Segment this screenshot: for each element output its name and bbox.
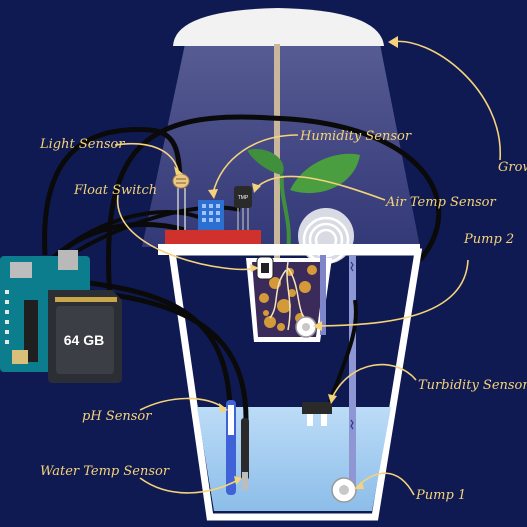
label-air-temp-sensor: Air Temp Sensor xyxy=(385,195,496,210)
arrowhead-turbidity xyxy=(328,394,337,404)
light-sensor xyxy=(172,173,190,189)
sd-contacts xyxy=(55,297,117,302)
sd-label-area xyxy=(56,306,114,374)
humidity-grid xyxy=(202,204,220,222)
plant-roots xyxy=(269,261,306,331)
tube-wave xyxy=(350,261,354,430)
lid-cover xyxy=(158,244,420,255)
arrowhead-ph xyxy=(219,403,228,413)
ldr-pattern xyxy=(176,178,186,184)
pump1-tube xyxy=(349,255,356,490)
float-switch-bob xyxy=(261,263,269,273)
cable-light xyxy=(42,127,183,256)
arrow-float-switch xyxy=(117,194,256,271)
turbidity-prong-1 xyxy=(307,414,313,426)
arrowhead-light xyxy=(174,166,183,175)
ph-probe-label xyxy=(228,405,234,435)
label-float-switch: Float Switch xyxy=(73,183,157,198)
pump2-tube xyxy=(320,255,326,335)
label-light-sensor: Light Sensor xyxy=(39,137,125,152)
arrow-light-sensor xyxy=(114,143,179,171)
label-pump-2: Pump 2 xyxy=(463,232,514,247)
arrow-turbidity-sensor xyxy=(331,363,417,399)
pump-1-hub xyxy=(339,485,349,495)
label-water-temp-sensor: Water Temp Sensor xyxy=(40,464,170,479)
arrowhead-float xyxy=(250,264,259,272)
label-humidity-sensor: Humidity Sensor xyxy=(299,129,412,144)
sd-card-capacity: 64 GB xyxy=(64,332,104,348)
arrowhead-grow xyxy=(388,36,398,48)
cable-turbidity xyxy=(328,299,358,403)
arrowhead-air xyxy=(252,183,261,193)
grow-light-lamp xyxy=(173,8,384,46)
lamp-pole xyxy=(274,44,280,264)
arrowhead-pump2 xyxy=(313,321,322,331)
arrowhead-humidity xyxy=(208,189,218,199)
arrow-pump-2 xyxy=(317,259,469,327)
air-temp-sensor xyxy=(234,186,252,208)
turbidity-sensor xyxy=(302,402,332,414)
sd-card xyxy=(48,290,122,383)
label-pump-1: Pump 1 xyxy=(415,488,466,503)
light-beam xyxy=(142,44,420,247)
plant-leaf-left xyxy=(247,149,284,175)
arrow-grow-light xyxy=(391,40,501,161)
pump-2-hub xyxy=(302,323,310,331)
plant-leaf-right xyxy=(290,153,360,194)
label-grow-light: Grow xyxy=(498,160,527,175)
cable-hum xyxy=(48,210,211,262)
arrowhead-pump1 xyxy=(354,481,364,489)
air-temp-chip-text: TMP xyxy=(238,195,249,201)
water-temp-probe xyxy=(241,418,249,480)
arrow-pump-1 xyxy=(357,472,415,496)
turbidity-prong-2 xyxy=(321,414,327,426)
arrow-ph-sensor xyxy=(139,397,225,411)
label-turbidity-sensor: Turbidity Sensor xyxy=(418,378,527,393)
arrow-air-temp-sensor xyxy=(255,175,386,201)
label-ph-sensor: pH Sensor xyxy=(82,409,152,424)
water-temp-tip xyxy=(242,472,248,490)
plant-stem xyxy=(279,174,291,251)
sensor-shelf xyxy=(165,230,261,245)
arrowhead-watertemp xyxy=(234,476,242,485)
cable-top-loop xyxy=(106,114,442,301)
arrow-humidity-sensor xyxy=(212,134,299,194)
arrow-water-temp-sensor xyxy=(139,477,239,494)
